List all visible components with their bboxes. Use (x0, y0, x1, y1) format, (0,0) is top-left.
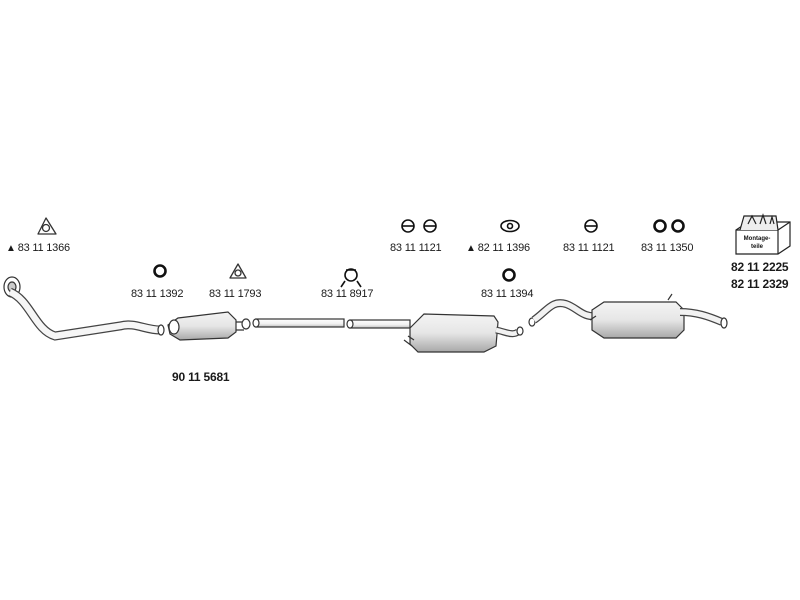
mounting-kit-box-icon: Montage- teile (735, 213, 791, 255)
part-label-8311-1793: 83 11 1793 (209, 288, 262, 300)
catalytic-converter (167, 311, 251, 341)
kit-label-line2: teile (751, 244, 764, 250)
kit-label-line1: Montage- (744, 236, 771, 242)
ring-8311-1392-icon (153, 264, 167, 278)
intermediate-pipe (346, 319, 411, 329)
rear-pipe (528, 299, 599, 327)
part-label-8311-1121-a: 83 11 1121 (390, 242, 442, 254)
ring-8311-1394-icon (502, 268, 516, 282)
front-pipe (3, 276, 165, 341)
part-label-8311-1392: 83 11 1392 (131, 288, 184, 300)
gasket-8311-1793-icon (229, 263, 247, 279)
part-label-8311-1366: ▲83 11 1366 (6, 242, 70, 255)
gasket-8211-1396-icon (500, 219, 520, 233)
part-label-8211-1396: ▲82 11 1396 (466, 242, 530, 255)
part-label-8311-1350: 83 11 1350 (641, 242, 694, 254)
part-label-8311-8917: 83 11 8917 (321, 288, 374, 300)
center-pipe (252, 318, 345, 328)
clamp-8311-8917-icon (340, 268, 362, 288)
triangle-marker-icon: ▲ (466, 243, 476, 254)
part-label-8211-2225: 82 11 2225 (731, 260, 789, 274)
part-label-9011-5681: 90 11 5681 (172, 370, 230, 384)
part-label-8311-1121-b: 83 11 1121 (563, 242, 615, 254)
middle-silencer (403, 313, 524, 353)
part-number: 83 11 1366 (17, 242, 70, 254)
gasket-8311-1366-icon (37, 217, 57, 235)
part-label-8311-1394: 83 11 1394 (481, 288, 534, 300)
triangle-marker-icon: ▲ (6, 243, 16, 254)
hanger-8311-1121-b-icon (584, 219, 598, 233)
part-number: 82 11 1396 (477, 242, 530, 254)
rings-8311-1350-icon (653, 219, 685, 233)
hanger-8311-1121-a-icon (401, 219, 437, 233)
part-label-8211-2329: 82 11 2329 (731, 277, 789, 291)
rear-silencer (589, 293, 728, 339)
